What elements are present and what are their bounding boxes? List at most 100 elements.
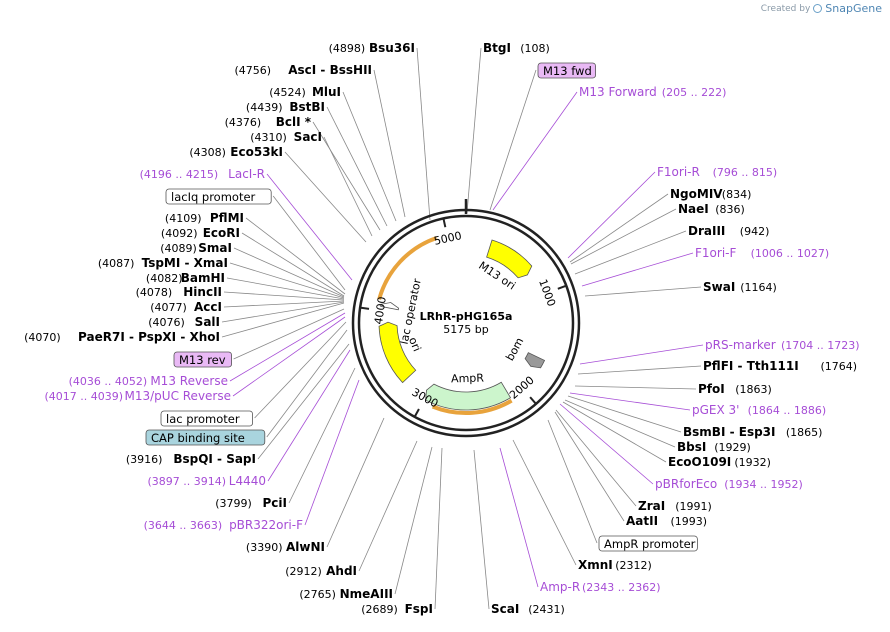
label-name: DraIII [688,224,725,238]
site-label-pflfi-tth111i[interactable]: PflFI - Tth111I(1764) [703,359,857,373]
label-name: CAP binding site [151,431,245,445]
site-label-ecori[interactable]: EcoRI(4092) [161,226,240,240]
label-position: (4078) [136,286,173,299]
created-by-text: Created by [760,3,811,14]
site-label-sali[interactable]: SalI(4076) [148,315,220,329]
site-label-bamhi[interactable]: BamHI(4082) [146,271,225,285]
site-label-prs-marker[interactable]: pRS-marker(1704 .. 1723) [705,338,860,352]
site-label-saci[interactable]: SacI(4310) [250,130,322,144]
site-label-bstbi[interactable]: BstBI(4439) [246,100,325,114]
site-label-m13-forward[interactable]: M13 Forward(205 .. 222) [579,85,726,99]
site-label-f1ori-f[interactable]: F1ori-F(1006 .. 1027) [695,246,829,260]
leader-line [226,277,345,300]
label-leader-lines [221,47,704,610]
tick-label: 5000 [433,229,463,248]
site-label-nmeaiii[interactable]: NmeAIII(2765) [299,587,393,601]
label-position: (4109) [165,212,202,225]
site-label-acci[interactable]: AccI(4077) [150,300,222,314]
label-position: (4036 .. 4052) [69,375,148,388]
label-position: (3390) [246,541,283,554]
site-label-m13-reverse[interactable]: M13 Reverse(4036 .. 4052) [69,374,228,388]
site-label-amp-r[interactable]: Amp-R(2343 .. 2362) [540,580,661,594]
site-label-m13-fwd[interactable]: M13 fwd [537,62,596,79]
site-label-bsmbi-esp3i[interactable]: BsmBI - Esp3I(1865) [683,425,822,439]
label-name: HincII [183,285,222,299]
site-label-laciq-promoter[interactable]: lacIq promoter [165,188,272,205]
site-label-ngomiv[interactable]: NgoMIV(834) [670,187,751,201]
label-name: pBRforEco [655,477,717,491]
label-name: XmnI [578,558,613,572]
site-label-paer7i-pspxi-xhoi[interactable]: PaeR7I - PspXI - XhoI(4070) [24,330,220,344]
feature-ampr-arrow[interactable] [425,381,512,411]
feature-lac-operator-arrow[interactable] [380,302,400,311]
site-label-tspmi-xmai[interactable]: TspMI - XmaI(4087) [98,256,228,270]
leader-line [574,385,697,390]
site-label-alwni[interactable]: AlwNI(3390) [246,540,325,554]
label-name: EcoO109I [668,455,731,469]
site-label-asci-bsshii[interactable]: AscI - BssHII(4756) [235,63,372,77]
site-label-m13-puc-reverse[interactable]: M13/pUC Reverse(4017 .. 4039) [44,389,231,403]
leader-line [466,47,482,214]
site-label-ahdi[interactable]: AhdI(2912) [285,564,357,578]
label-name: TspMI - XmaI [142,256,228,270]
site-label-draiii[interactable]: DraIII(942) [688,224,769,238]
feature-ori-arrow[interactable] [378,321,417,384]
site-label-naei[interactable]: NaeI(836) [678,202,745,216]
label-position: (4082) [146,272,183,285]
site-label-bcli[interactable]: BclI * (4376) [225,115,312,129]
leader-line [416,47,431,221]
leader-line [358,440,418,572]
site-label-mlui[interactable]: MluI(4524) [269,85,341,99]
leader-line [342,91,397,222]
label-position: (4376) [225,116,262,129]
label-box [145,429,266,446]
site-label-btgi[interactable]: BtgI(108) [483,41,550,55]
snapgene-branding: Created by SnapGene [761,2,882,15]
site-label-lac-promoter[interactable]: lac promoter [160,410,253,427]
label-position: (1764) [821,360,858,373]
site-label-pgex-3[interactable]: pGEX 3'(1864 .. 1886) [692,403,826,417]
site-label-f1ori-r[interactable]: F1ori-R(796 .. 815) [657,165,777,179]
leader-line [579,344,704,365]
label-name: PflMI [210,211,244,225]
site-label-scai[interactable]: ScaI(2431) [491,602,565,616]
site-label-smai[interactable]: SmaI(4089) [160,241,232,255]
site-label-ecoo109i[interactable]: EcoO109I(1932) [668,455,771,469]
site-label-l4440[interactable]: L4440(3897 .. 3914) [147,474,266,488]
site-label-bbsi[interactable]: BbsI(1929) [677,440,751,454]
tick-mark [413,408,420,418]
feature-bom-arrow[interactable] [524,352,546,369]
site-label-hincii[interactable]: HincII (4078) [136,285,222,299]
label-name: BclI * [276,115,312,129]
leader-line [312,121,381,231]
leader-line [473,449,490,610]
feature-m13-ori-arrow[interactable] [486,239,533,279]
site-label-m13-rev[interactable]: M13 rev [173,351,232,368]
site-label-ampr-promoter[interactable]: AmpR promoter [598,535,698,552]
leader-line [326,106,388,227]
label-position: (1006 .. 1027) [751,247,830,260]
label-position: (1991) [675,500,712,513]
site-label-aatii[interactable]: AatII(1993) [626,514,707,528]
site-label-zrai[interactable]: ZraI(1991) [638,499,712,513]
site-label-cap-binding-site[interactable]: CAP binding site [145,429,266,446]
site-label-pflmi[interactable]: PflMI (4109) [165,211,244,225]
leader-line [221,301,345,323]
site-label-fspi[interactable]: FspI(2689) [361,602,433,616]
site-label-pbr322ori-f[interactable]: pBR322ori-F(3644 .. 3663) [144,518,303,532]
snapgene-name: SnapGene [825,2,882,15]
site-label-pfoi[interactable]: PfoI(1863) [698,382,772,396]
label-position: (4077) [150,301,187,314]
label-position: (1704 .. 1723) [781,339,860,352]
site-label-laci-r[interactable]: LacI-R(4196 .. 4215) [140,167,265,181]
site-label-xmni[interactable]: XmnI(2312) [578,558,652,572]
leader-line [554,411,625,522]
site-label-pbrforeco[interactable]: pBRforEco(1934 .. 1952) [655,477,803,491]
site-label-bsu36i[interactable]: Bsu36I(4898) [329,41,415,55]
site-label-bspqi-sapi[interactable]: BspQI - SapI(3916) [126,452,256,466]
site-label-eco53ki[interactable]: Eco53kI(4308) [189,145,283,159]
label-position: (108) [520,42,550,55]
label-box [173,351,232,368]
site-label-swai[interactable]: SwaI(1164) [703,280,777,294]
site-label-pcii[interactable]: PciI(3799) [215,496,287,510]
